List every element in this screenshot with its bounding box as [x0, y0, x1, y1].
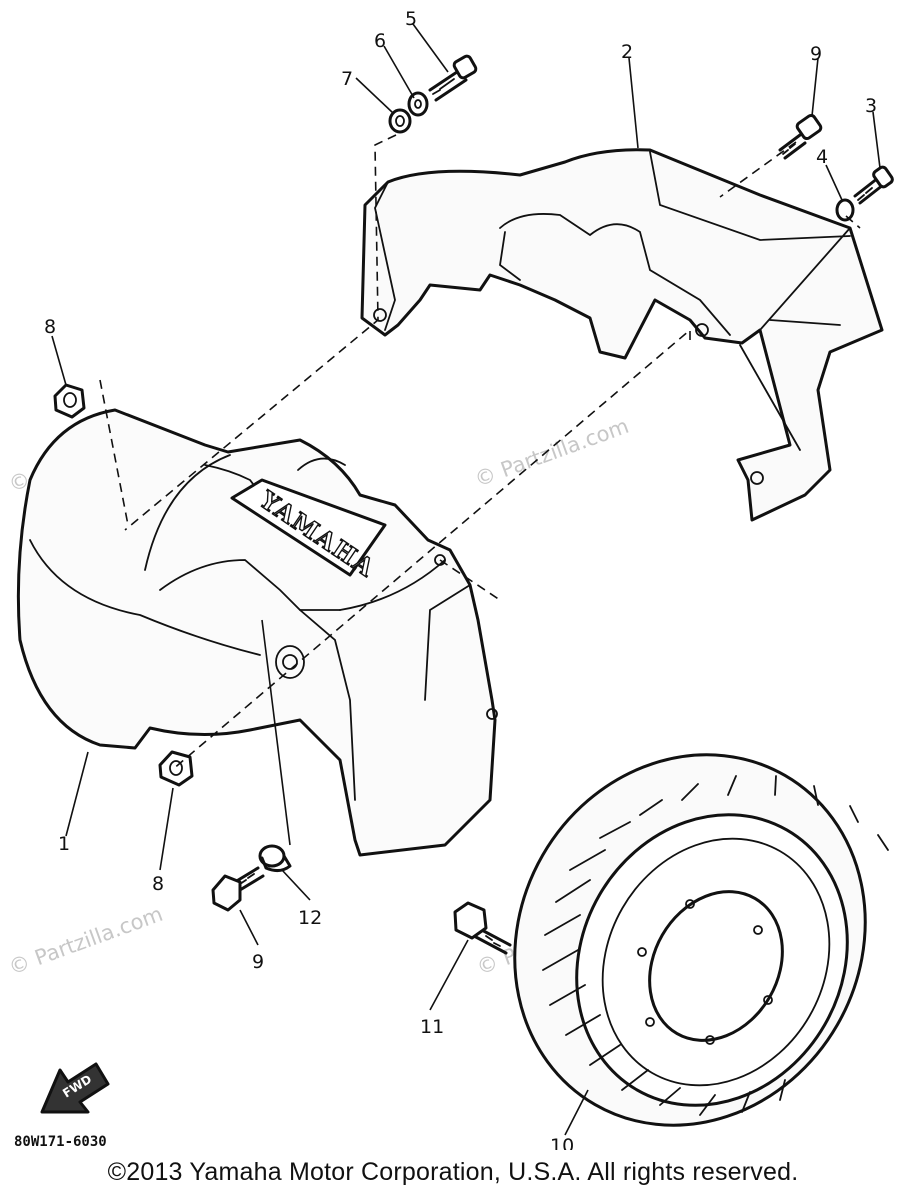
diagram-part-code: 80W171-6030 [14, 1134, 107, 1150]
callout-7: 7 [341, 68, 353, 90]
watermark: © Partzilla.com [472, 414, 632, 492]
bolt-part-11 [453, 901, 512, 955]
washer-part-7 [388, 108, 412, 134]
callout-2: 2 [621, 41, 633, 63]
washer-part-6 [407, 91, 429, 117]
callout-8-lower: 8 [152, 873, 164, 895]
washer-part-4 [835, 198, 855, 222]
collar-part-12 [258, 844, 292, 873]
bolt-part-9-lower [211, 866, 265, 912]
watermark: © Partzilla.com [6, 902, 166, 980]
callout-8-upper: 8 [44, 316, 56, 338]
callout-9-upper: 9 [810, 43, 822, 65]
callout-10: 10 [550, 1135, 574, 1150]
copyright-notice: ©2013 Yamaha Motor Corporation, U.S.A. A… [107, 1158, 799, 1186]
upper-shroud-part [360, 148, 884, 522]
nut-part-8-upper [53, 383, 86, 419]
lower-shroud-part: YAMAHA [16, 408, 498, 857]
forward-arrow-icon: FWD [40, 1062, 110, 1114]
callout-6: 6 [374, 30, 386, 52]
exploded-view-drawing: © Partzilla.com © Partzilla.com © Partzi… [6, 8, 894, 1157]
callout-9-lower: 9 [252, 951, 264, 973]
cooling-fan-part [513, 753, 889, 1127]
callout-11: 11 [420, 1016, 444, 1038]
bolt-part-9-upper [778, 113, 823, 160]
nut-part-8-lower [158, 750, 194, 787]
bolt-part-5 [428, 54, 478, 102]
callout-1: 1 [58, 833, 70, 855]
callout-3: 3 [865, 95, 877, 117]
bolt-part-3 [853, 165, 894, 205]
callout-4: 4 [816, 146, 828, 168]
callout-5: 5 [405, 8, 417, 30]
callout-12: 12 [298, 907, 322, 929]
